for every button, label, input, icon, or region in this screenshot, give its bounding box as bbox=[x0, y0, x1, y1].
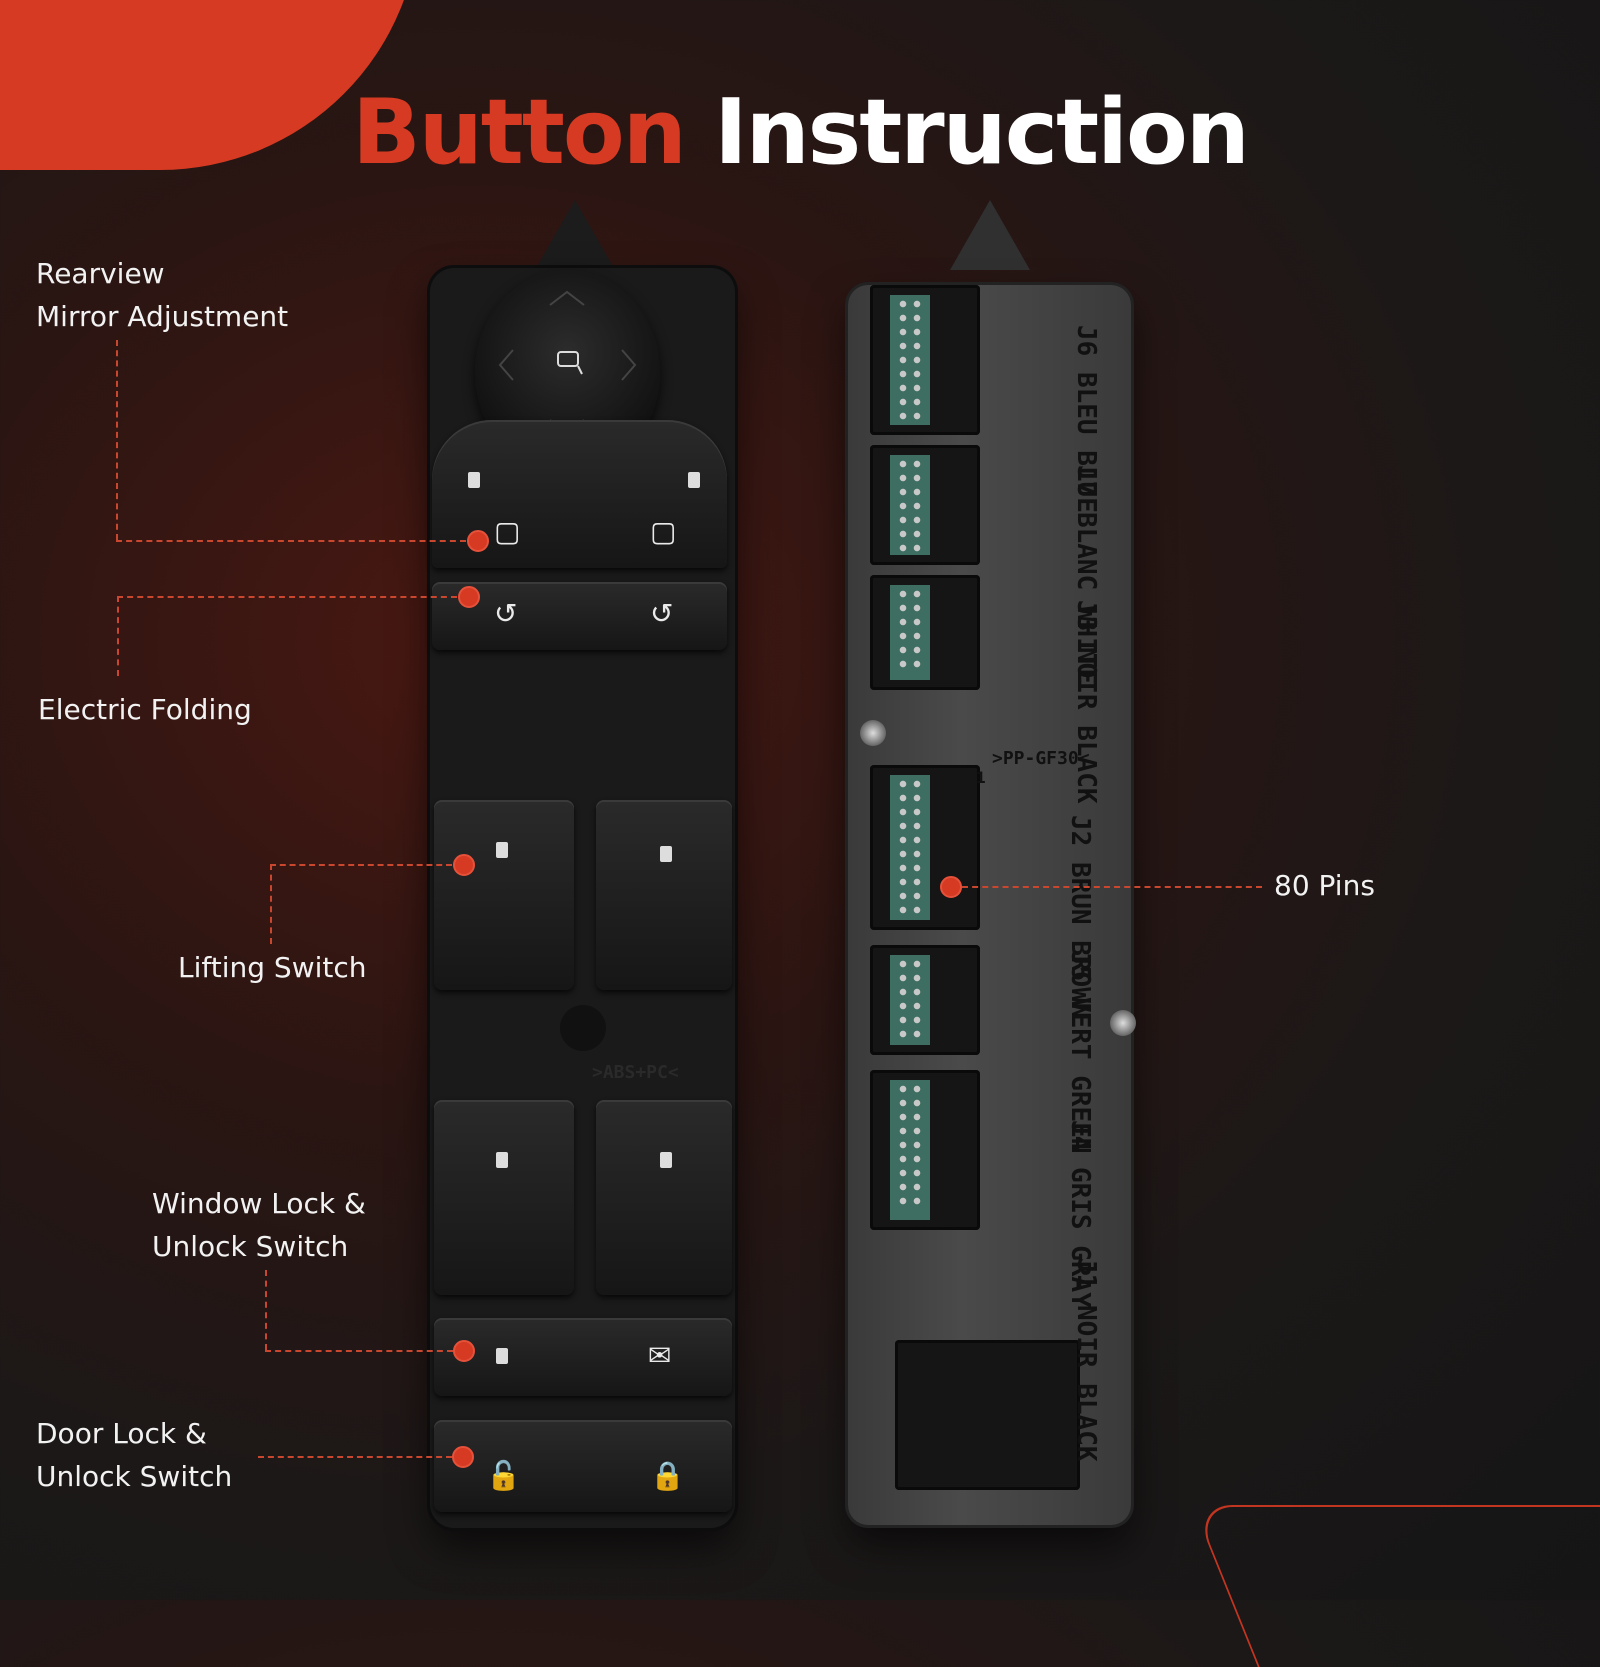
mounting-tab-top bbox=[535, 200, 615, 270]
connector-j2 bbox=[870, 765, 980, 930]
callout-electric-folding: Electric Folding bbox=[38, 693, 252, 726]
label-j1: J1 NOIR BLACK bbox=[1071, 1258, 1101, 1462]
pin-one-mark: 1 bbox=[976, 768, 986, 787]
callout-dot-window-lock bbox=[453, 1340, 475, 1362]
callout-dot-door-lock bbox=[452, 1446, 474, 1468]
leader-window-lock-h bbox=[265, 1350, 453, 1352]
front-material-mark: >ABS+PC< bbox=[592, 1062, 679, 1083]
material-mark: >PP-GF30< bbox=[992, 748, 1090, 769]
window-lock-button[interactable] bbox=[434, 1318, 732, 1396]
page-title: Button Instruction bbox=[0, 80, 1600, 185]
mirror-right-led bbox=[688, 472, 700, 488]
window-switch-front-right[interactable] bbox=[596, 800, 732, 990]
connector-j4 bbox=[870, 1070, 980, 1230]
mirror-fold-right-icon: ↺ bbox=[650, 597, 674, 630]
callout-rearview-mirror: Rearview Mirror Adjustment bbox=[36, 257, 289, 333]
mirror-fold-button[interactable] bbox=[432, 582, 727, 650]
title-main-word: Instruction bbox=[714, 80, 1250, 185]
connector-j6 bbox=[870, 285, 980, 435]
window-rear-right-led bbox=[660, 1152, 672, 1168]
screw-middle bbox=[1110, 1010, 1136, 1036]
leader-lifting-h bbox=[270, 864, 452, 866]
mirror-left-icon: ▢ bbox=[494, 515, 521, 548]
leader-door-lock-h bbox=[258, 1456, 452, 1458]
connector-j3 bbox=[870, 575, 980, 690]
callout-80-pins: 80 Pins bbox=[1274, 869, 1375, 902]
callout-window-lock: Window Lock & Unlock Switch bbox=[152, 1187, 366, 1263]
unlock-icon: 🔓 bbox=[486, 1459, 521, 1492]
callout-dot-folding bbox=[458, 586, 480, 608]
leader-lifting-v bbox=[270, 864, 272, 944]
leader-rearview-v bbox=[116, 340, 118, 540]
screw-top bbox=[860, 720, 886, 746]
panel-screw-hole bbox=[560, 1005, 606, 1051]
mounting-tab-back bbox=[950, 200, 1030, 270]
leader-folding-v bbox=[117, 596, 119, 676]
connector-j1 bbox=[895, 1340, 1080, 1490]
window-lock-icon: ✉ bbox=[648, 1339, 672, 1372]
connector-j5 bbox=[870, 945, 980, 1055]
mirror-left-led bbox=[468, 472, 480, 488]
window-switch-rear-left[interactable] bbox=[434, 1100, 574, 1295]
callout-dot-rearview bbox=[467, 530, 489, 552]
lock-icon: 🔒 bbox=[650, 1459, 685, 1492]
window-rear-left-led bbox=[496, 1152, 508, 1168]
corner-accent-line bbox=[1192, 1505, 1600, 1667]
leader-window-lock-v bbox=[265, 1270, 267, 1350]
leader-pins-h bbox=[962, 886, 1262, 888]
title-accent-word: Button bbox=[352, 80, 687, 185]
window-lock-led bbox=[496, 1348, 508, 1364]
door-lock-button[interactable] bbox=[434, 1420, 732, 1512]
connector-j7 bbox=[870, 445, 980, 565]
callout-door-lock: Door Lock & Unlock Switch bbox=[36, 1417, 233, 1493]
callout-lifting-switch: Lifting Switch bbox=[178, 951, 367, 984]
label-j3: J3 NOIR BLACK bbox=[1071, 600, 1101, 804]
window-switch-front-left[interactable] bbox=[434, 800, 574, 990]
leader-rearview-h bbox=[116, 540, 466, 542]
window-front-left-led bbox=[496, 842, 508, 858]
window-front-right-led bbox=[660, 846, 672, 862]
window-switch-rear-right[interactable] bbox=[596, 1100, 732, 1295]
mirror-fold-left-icon: ↺ bbox=[494, 597, 518, 630]
callout-dot-lifting bbox=[453, 854, 475, 876]
leader-folding-h bbox=[117, 596, 457, 598]
callout-dot-pins bbox=[940, 876, 962, 898]
mirror-right-icon: ▢ bbox=[650, 515, 677, 548]
